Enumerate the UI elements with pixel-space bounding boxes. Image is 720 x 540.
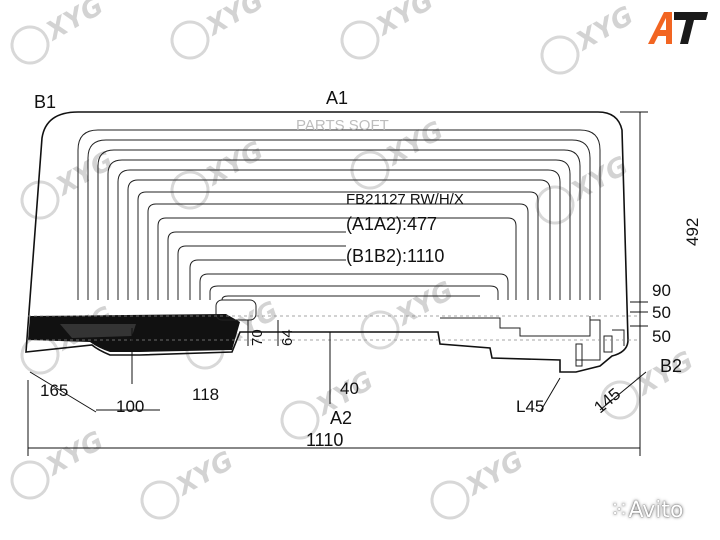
dim-l45: L45 [516,397,544,416]
dimension-a1a2: (A1A2):477 [346,214,437,234]
avito-text: Avito [628,498,684,523]
heating-lines [77,129,601,301]
watermark-text: XYG [370,0,439,43]
watermark-text: XYG [380,116,449,173]
dim-height-total: 492 [683,218,702,246]
avito-watermark: ⁙Avito [610,498,683,523]
label-a2: A2 [330,408,352,428]
label-a1: A1 [326,88,348,108]
watermark-text: XYG [170,446,239,503]
watermark-text: XYG [570,1,639,58]
reference-lines [28,315,640,341]
dim-width-total: 1110 [306,430,343,450]
dim-145: 145 [590,384,624,417]
ceramic-band [28,314,240,352]
at-logo [648,12,708,44]
part-code: FB21127 RW/H/X [346,191,464,208]
dim-100: 100 [116,397,144,416]
avito-dots-icon: ⁙ [610,498,629,523]
dimension-b1b2: (B1B2):1110 [346,246,444,266]
watermark-text: XYG [200,136,269,193]
parts-soft-watermark: PARTS SOFT [296,117,389,134]
label-b2: B2 [660,356,682,376]
dim-64: 64 [279,329,296,346]
watermark-text: XYG [200,0,269,43]
glass-outline [25,111,629,373]
watermark-text: XYG [390,276,459,333]
dim-right-90: 90 [652,281,671,300]
dim-165: 165 [40,381,68,400]
label-b1: B1 [34,92,56,112]
dim-40: 40 [340,379,359,398]
watermark-text: XYG [40,426,109,483]
dim-right-50b: 50 [652,327,671,346]
dim-118: 118 [192,385,219,404]
watermark-text: XYG [460,446,529,503]
dim-right-50a: 50 [652,303,671,322]
watermark-text: XYG [40,0,109,48]
dimension-lines [27,111,648,456]
ceramic-band-cutout [60,324,136,338]
dim-70: 70 [249,329,266,346]
